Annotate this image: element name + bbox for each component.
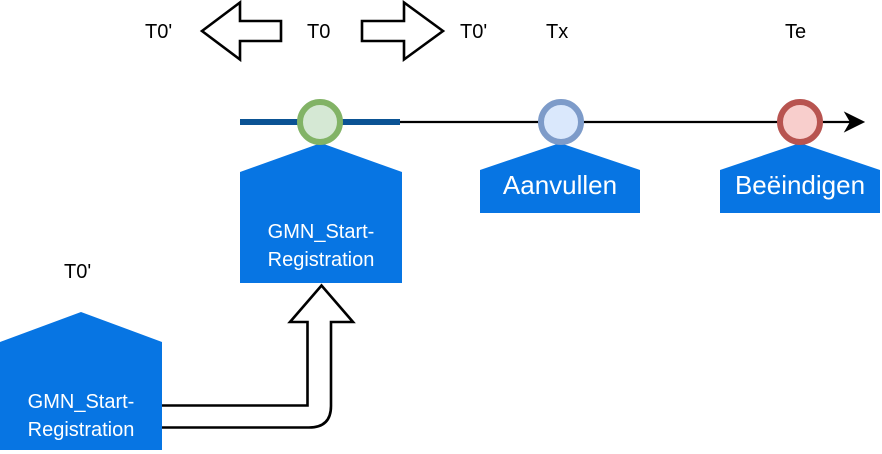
callout-beeindigen: Beëindigen [720,143,880,213]
event-circle-red [777,99,823,145]
label-tx: Tx [546,21,569,43]
callout-text: GMN_Start- Registration [240,218,402,274]
label-t0-prime-left: T0' [145,21,173,43]
event-circle-blue [538,99,584,145]
callout-label: Beëindigen [734,169,866,200]
callout-label: Aanvullen [502,169,618,200]
event-circle-green [297,99,343,145]
callout-gmn-start-registration-top: GMN_Start- Registration [240,143,402,283]
timeline-arrowhead-icon [843,111,866,133]
callout-line2: Registration [27,419,135,441]
callout-aanvullen: Aanvullen [480,143,640,213]
elbow-arrow-icon [162,283,356,429]
block-arrow-left-icon [199,0,283,63]
callout-line1: GMN_Start- [267,221,375,243]
label-t0-prime-bottom: T0' [64,261,92,283]
block-arrow-right-icon [360,0,446,63]
callout-gmn-start-registration-bottom: GMN_Start- Registration [0,312,162,450]
callout-text: GMN_Start- Registration [0,388,162,444]
label-te: Te [785,21,807,43]
label-t0-prime-right: T0' [460,21,488,43]
callout-line1: GMN_Start- [27,391,135,413]
label-t0: T0 [307,21,331,43]
callout-line2: Registration [267,249,375,271]
